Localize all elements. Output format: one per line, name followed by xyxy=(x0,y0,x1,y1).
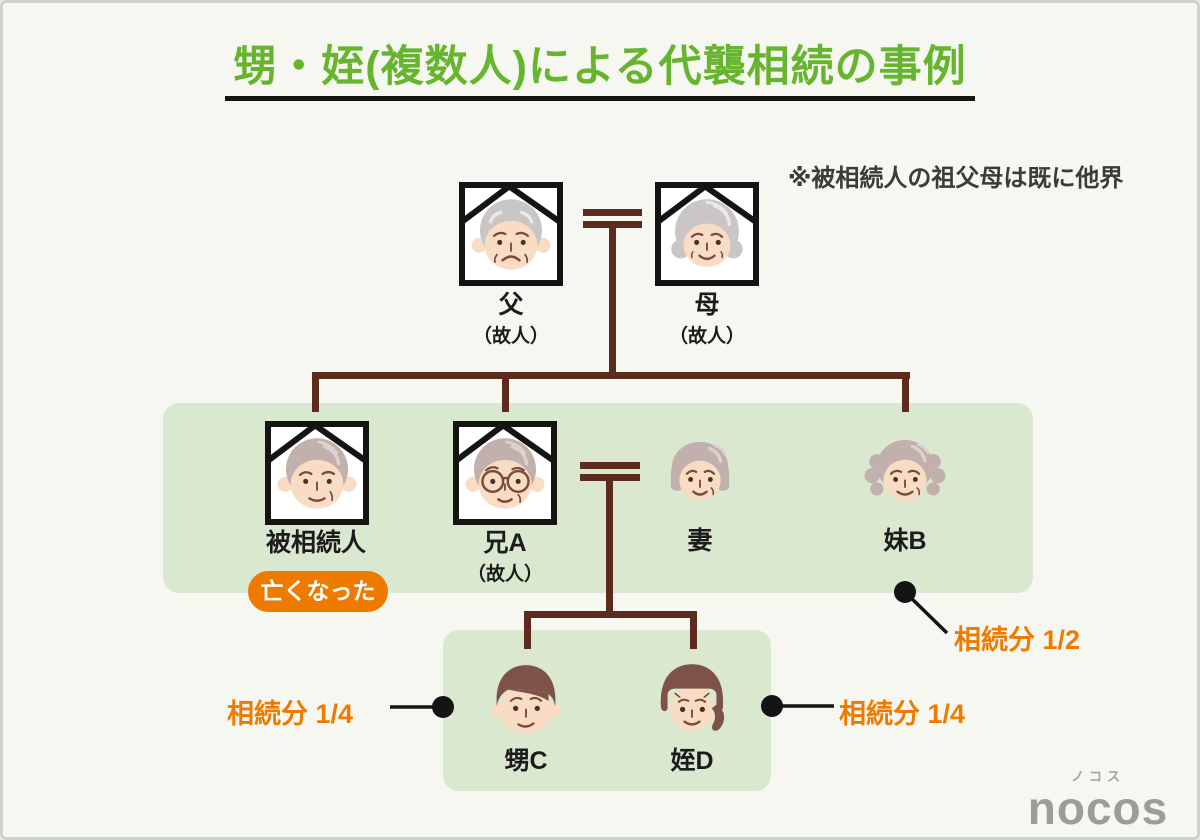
logo-kana: ノコス xyxy=(1070,769,1125,784)
father-name: 父 xyxy=(498,291,524,319)
wife-face-icon xyxy=(670,441,730,501)
page-title: 甥・姪(複数人)による代襲相続の事例 xyxy=(233,43,967,91)
nephew-c-face-icon xyxy=(491,665,561,734)
deceased-frame-icon xyxy=(265,421,369,525)
sister-b-name: 妹B xyxy=(883,527,927,555)
niece-d-face-icon xyxy=(660,664,725,731)
sister-b-share-label: 相続分 1/2 xyxy=(954,625,1081,655)
brother-a-portrait xyxy=(453,421,557,525)
sister-b-face-icon xyxy=(864,439,946,502)
decedent-face-icon xyxy=(277,438,357,509)
decedent-deceased-badge: 亡くなった xyxy=(248,571,388,612)
mother-status: （故人） xyxy=(668,326,746,347)
nephew-c-share-label: 相続分 1/4 xyxy=(227,699,354,729)
decedent-portrait xyxy=(265,421,369,525)
father-face-icon xyxy=(471,199,551,270)
sister-b-portrait xyxy=(858,424,952,518)
father-status: （故人） xyxy=(472,326,550,347)
nocos-logo: ノコス nocos xyxy=(1008,766,1188,831)
title-underline xyxy=(225,96,975,101)
deceased-frame-icon xyxy=(459,182,563,286)
brother-a-status: （故人） xyxy=(466,564,544,585)
logo-wordmark: nocos xyxy=(1027,782,1169,834)
mother-face-icon xyxy=(671,199,743,267)
mother-name: 母 xyxy=(694,291,720,319)
brother-a-name: 兄A xyxy=(483,529,527,557)
nephew-c-portrait xyxy=(479,652,573,746)
brother-a-face-icon xyxy=(465,438,545,509)
wife-portrait xyxy=(653,424,747,518)
niece-d-name: 姪D xyxy=(670,747,714,775)
nephew-c-name: 甥C xyxy=(504,747,548,775)
wife-name: 妻 xyxy=(687,527,713,555)
decedent-name: 被相続人 xyxy=(265,529,367,557)
deceased-frame-icon xyxy=(655,182,759,286)
grandparents-note: ※被相続人の祖父母は既に他界 xyxy=(788,165,1124,192)
deceased-frame-icon xyxy=(453,421,557,525)
niece-d-share-label: 相続分 1/4 xyxy=(839,699,966,729)
mother-portrait xyxy=(655,182,759,286)
niece-d-portrait xyxy=(645,652,739,746)
father-portrait xyxy=(459,182,563,286)
